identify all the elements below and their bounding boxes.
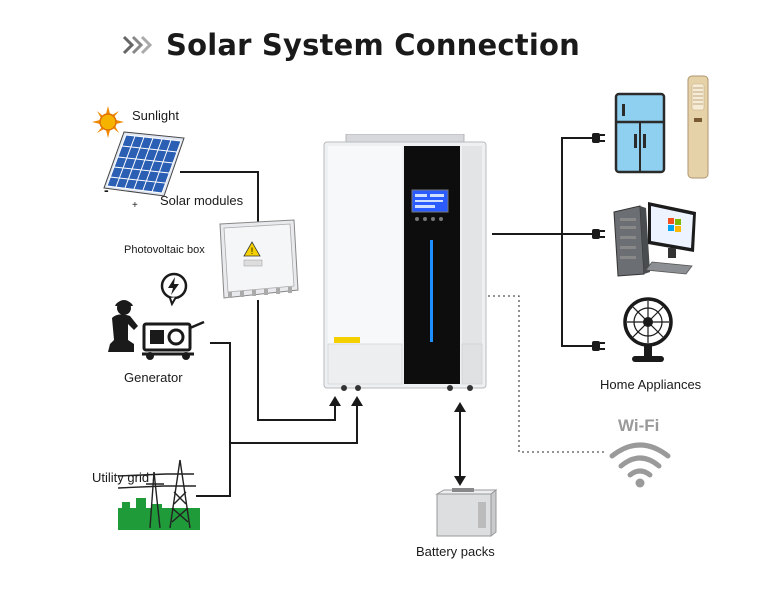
sunlight-label: Sunlight — [132, 108, 179, 123]
panel-plus-label: + — [132, 200, 138, 211]
svg-text:!: ! — [251, 246, 254, 256]
inverter-icon — [323, 134, 487, 391]
generator-label: Generator — [124, 370, 183, 385]
air-conditioner-icon — [687, 75, 709, 179]
fan-icon — [623, 297, 673, 362]
power-tower-icon — [118, 459, 200, 530]
wifi-icon — [609, 442, 671, 488]
battery-icon — [435, 488, 498, 538]
panel-minus-label: - — [104, 182, 109, 198]
page-title: Solar System Connection — [166, 28, 580, 62]
utility-grid-label: Utility grid — [92, 470, 150, 485]
solar-modules-label: Solar modules — [160, 193, 244, 208]
lightning-bubble-icon — [160, 272, 188, 306]
solar-panel-icon — [103, 131, 185, 197]
page-title-row: Solar System Connection — [122, 28, 580, 62]
home-appliances-label: Home Appliances — [600, 377, 702, 392]
pv-junction-box-icon: ! — [219, 219, 299, 299]
wifi-label: Wi-Fi — [618, 416, 660, 435]
chevron-right-double-icon — [122, 35, 153, 55]
sun-icon — [92, 106, 124, 138]
plug-icon — [592, 229, 605, 239]
refrigerator-icon — [614, 92, 666, 174]
plug-icon — [592, 133, 605, 143]
plug-icon — [592, 341, 605, 351]
battery-packs-label: Battery packs — [416, 544, 495, 559]
pv-box-label: Photovoltaic box — [124, 244, 205, 256]
computer-icon — [613, 202, 696, 277]
generator-icon — [108, 300, 205, 360]
